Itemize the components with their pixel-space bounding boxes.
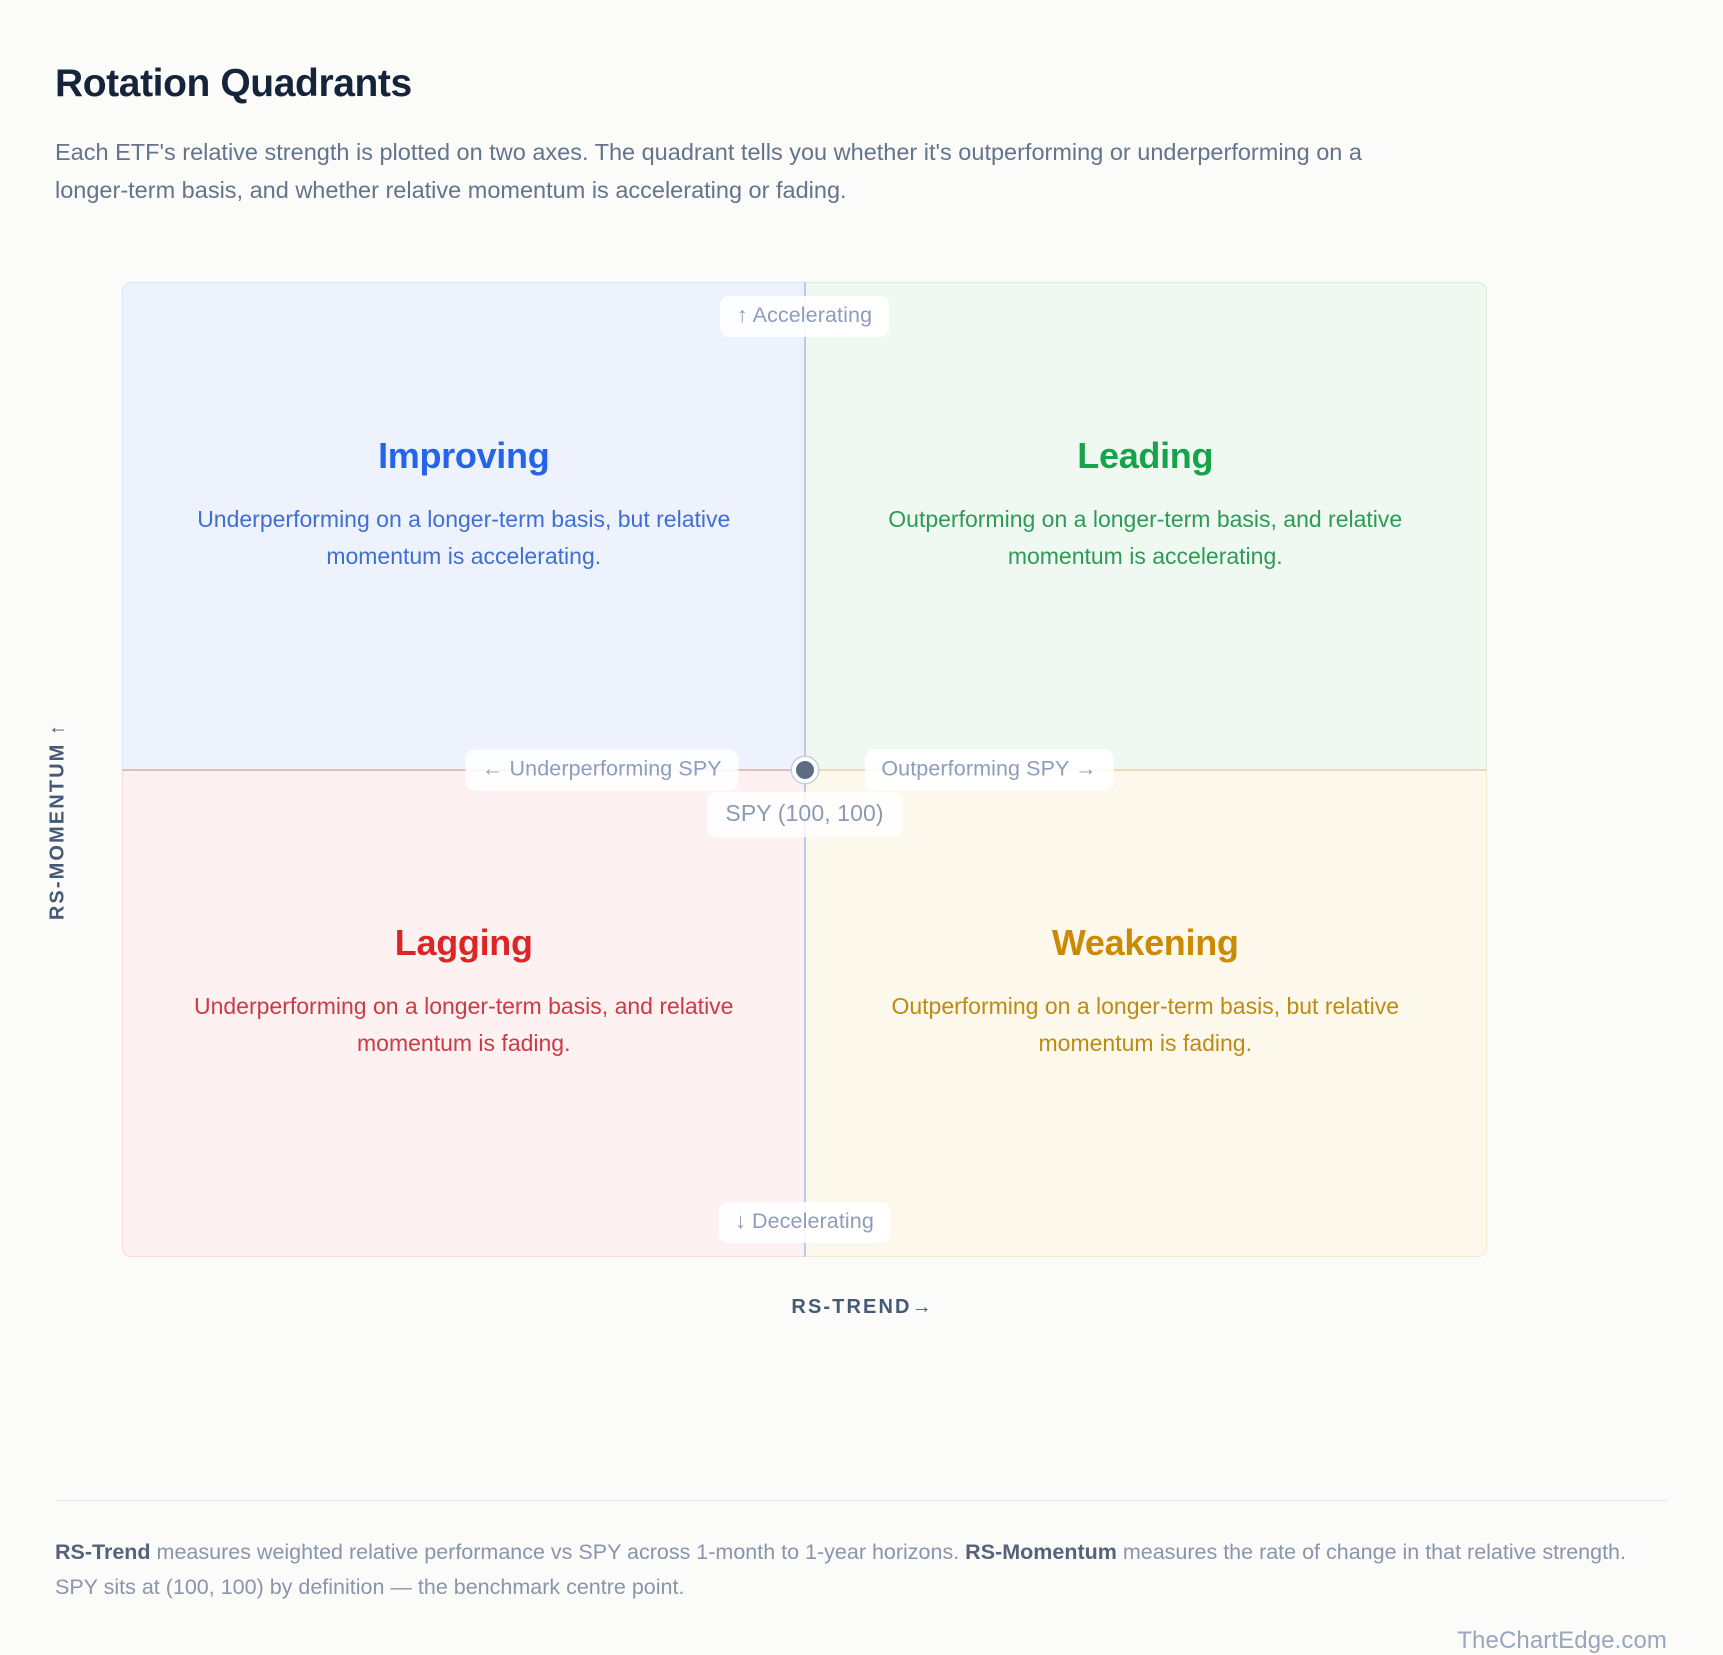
quadrant-leading[interactable]: Leading Outperforming on a longer-term b…	[804, 282, 1487, 770]
x-axis-arrow-icon: →	[911, 1296, 932, 1318]
quadrant-leading-description: Outperforming on a longer-term basis, an…	[888, 506, 1403, 570]
horizontal-axis-line-right	[804, 768, 1487, 771]
quadrant-improving-description: Underperforming on a longer-term basis, …	[197, 506, 731, 570]
x-axis-title: RS-TREND→	[0, 1296, 1723, 1319]
quadrant-lagging-title: Lagging	[394, 921, 533, 963]
quadrant-weakening-title: Weakening	[1051, 921, 1239, 963]
quadrant-weakening[interactable]: Weakening Outperforming on a longer-term…	[804, 769, 1487, 1257]
x-axis-title-text: RS-TREND	[791, 1296, 912, 1318]
spy-centre-dot-icon[interactable]	[791, 756, 818, 783]
hint-decelerating: ↓ Decelerating	[718, 1202, 891, 1243]
footer-definition-text: RS-Trend measures weighted relative perf…	[55, 1535, 1655, 1605]
footer-divider	[55, 1500, 1667, 1501]
footer-term-rs-momentum: RS-Momentum	[965, 1540, 1117, 1564]
page-footer: RS-Trend measures weighted relative perf…	[55, 1500, 1667, 1655]
footer-text-part-2: measures the rate of change in that rela…	[55, 1540, 1626, 1599]
quadrant-improving-title: Improving	[378, 435, 550, 476]
quadrant-weakening-description: Outperforming on a longer-term basis, bu…	[891, 992, 1399, 1056]
quadrant-lagging-description: Underperforming on a longer-term basis, …	[193, 992, 734, 1056]
quadrant-grid: Improving Underperforming on a longer-te…	[122, 282, 1487, 1257]
hint-underperforming-spy: ← Underperforming SPY	[464, 749, 739, 790]
quadrant-lagging[interactable]: Lagging Underperforming on a longer-term…	[122, 769, 805, 1257]
rotation-quadrant-chart: RS-MOMENTUM ↑ Improving Underperforming …	[0, 250, 1723, 1450]
page-title: Rotation Quadrants	[55, 62, 412, 105]
footer-term-rs-trend: RS-Trend	[55, 1540, 151, 1564]
page-header: Rotation Quadrants Each ETF's relative s…	[55, 62, 1615, 209]
hint-outperforming-spy: Outperforming SPY →	[864, 749, 1114, 790]
y-axis-title: RS-MOMENTUM ↑	[46, 722, 69, 921]
spy-centre-label: SPY (100, 100)	[706, 791, 903, 837]
hint-accelerating: ↑ Accelerating	[719, 296, 890, 337]
page-subtitle: Each ETF's relative strength is plotted …	[55, 138, 1362, 203]
quadrant-improving[interactable]: Improving Underperforming on a longer-te…	[122, 282, 805, 770]
brand-watermark: TheChartEdge.com	[1457, 1626, 1667, 1654]
quadrant-leading-title: Leading	[1077, 435, 1214, 476]
footer-text-part-1: measures weighted relative performance v…	[150, 1540, 966, 1564]
